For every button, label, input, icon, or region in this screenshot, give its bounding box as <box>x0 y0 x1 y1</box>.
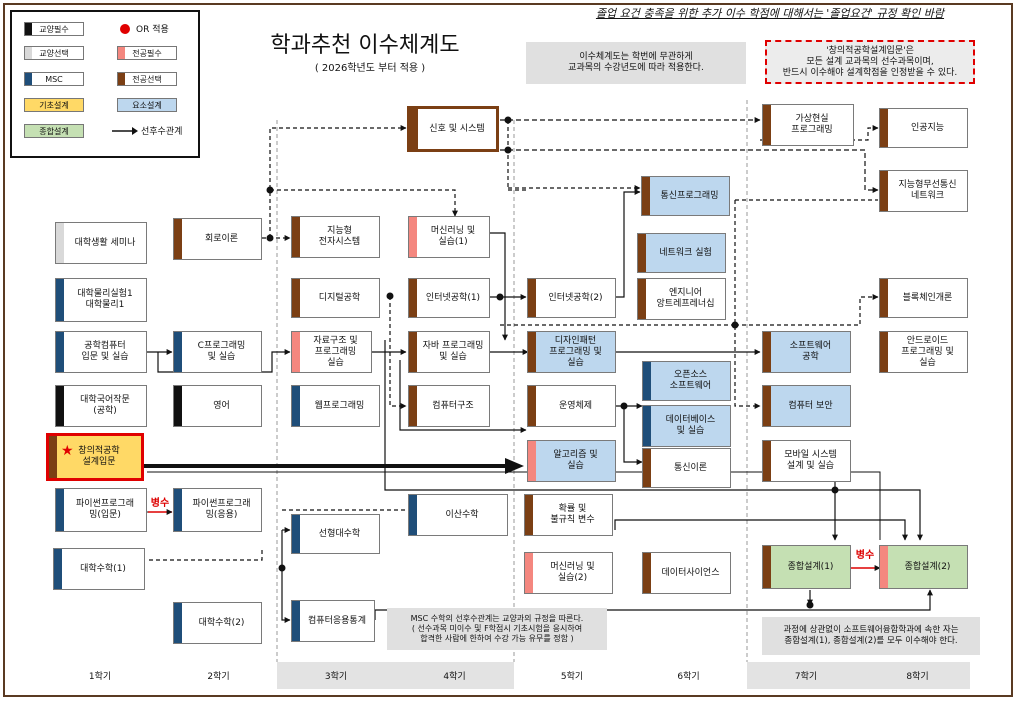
course-card[interactable]: 머신러닝 및 실습(1) <box>408 216 490 258</box>
course-card[interactable]: 인공지능 <box>879 108 968 148</box>
course-card[interactable]: 파이썬프로그래 밍(입문) <box>55 488 147 532</box>
course-card[interactable]: 가상현실 프로그래밍 <box>762 104 854 146</box>
course-card[interactable]: 종합설계(2) <box>879 545 968 589</box>
star-icon: ★ <box>61 443 74 459</box>
course-card[interactable]: 컴퓨터 보안 <box>762 385 851 427</box>
legend-element-design: 요소설계 <box>117 98 177 112</box>
course-card[interactable]: 통신프로그래밍 <box>641 176 730 216</box>
course-card[interactable]: 데이터사이언스 <box>642 552 731 594</box>
course-card[interactable]: 종합설계(1) <box>762 545 851 589</box>
semester-label: 8학기 <box>865 662 970 689</box>
course-card[interactable]: 확률 및 불규칙 변수 <box>524 494 613 536</box>
semester-label: 7학기 <box>747 662 865 689</box>
course-card[interactable]: 지능형무선통신 네트워크 <box>879 170 968 212</box>
course-card[interactable]: 머신러닝 및 실습(2) <box>524 552 613 594</box>
course-card[interactable]: 오픈소스 소프트웨어 <box>642 361 731 401</box>
course-card[interactable]: 운영체제 <box>527 385 616 427</box>
synth-design-note: 과정에 상관없이 소프트웨어융합학과에 속한 자는 종합설계(1), 종합설계(… <box>762 617 980 655</box>
course-card[interactable]: 이산수학 <box>408 494 508 536</box>
course-card[interactable]: 컴퓨터구조 <box>408 385 490 427</box>
msc-note: MSC 수학의 선후수관계는 교양과의 규정을 따른다. ( 선수과목 미이수 … <box>387 608 607 650</box>
semester-label: 1학기 <box>88 672 112 682</box>
legend-major-elective: 전공선택 <box>117 72 177 86</box>
course-card[interactable]: 블록체인개론 <box>879 278 968 318</box>
course-card[interactable]: 인터넷공학(1) <box>408 278 490 318</box>
semester-label: 2학기 <box>207 672 230 682</box>
semester-label: 5학기 <box>560 672 584 682</box>
course-card[interactable]: 대학수학(2) <box>173 602 262 644</box>
course-card[interactable]: 소프트웨어 공학 <box>762 331 851 373</box>
legend-basic-design: 기초설계 <box>24 98 84 112</box>
course-card[interactable]: 대학국어작문 (공학) <box>55 385 147 427</box>
red-dot-icon <box>120 23 130 34</box>
page-frame <box>3 3 1013 697</box>
legend-prereq: 선후수관계 <box>112 124 182 137</box>
course-card[interactable]: 디자인패턴 프로그래밍 및 실습 <box>527 331 616 373</box>
concurrent-label: 병수 <box>150 497 170 509</box>
course-card[interactable]: 데이터베이스 및 실습 <box>642 405 731 447</box>
legend-major-required: 전공필수 <box>117 46 177 60</box>
course-card[interactable]: C프로그래밍 및 실습 <box>173 331 262 373</box>
course-card[interactable]: 디지털공학 <box>291 278 380 318</box>
course-card[interactable]: 공학컴퓨터 입문 및 실습 <box>55 331 147 373</box>
course-card[interactable]: 파이썬프로그래 밍(응용) <box>173 488 262 532</box>
course-card[interactable]: 회로이론 <box>173 218 262 260</box>
course-card[interactable]: 자료구조 및 프로그래밍 실습 <box>291 331 372 373</box>
course-card[interactable]: 알고리즘 및 실습 <box>527 440 616 482</box>
course-card[interactable]: 지능형 전자시스템 <box>291 216 380 258</box>
course-card[interactable]: 대학생활 세미나 <box>55 222 147 264</box>
semester-label: 6학기 <box>677 672 700 682</box>
page-subtitle: ( 2026학년도 부터 적용 ) <box>314 62 426 74</box>
legend-edu-required: 교양필수 <box>24 22 84 36</box>
course-card[interactable]: ★ 창의적공학 설계입문 <box>46 433 144 481</box>
legend: 교양필수 교양선택 MSC 기초설계 종합설계 OR 적용 전공필수 전공선택 … <box>10 10 200 158</box>
course-card[interactable]: 모바일 시스템 설계 및 실습 <box>762 440 851 482</box>
course-card[interactable]: 네트워크 실험 <box>637 233 726 273</box>
course-card[interactable]: 선형대수학 <box>291 514 380 554</box>
semester-label: 4학기 <box>395 662 514 689</box>
course-card[interactable]: 대학물리실험1 대학물리1 <box>55 278 147 322</box>
course-card[interactable]: 인터넷공학(2) <box>527 278 616 318</box>
legend-synth-design: 종합설계 <box>24 124 84 138</box>
arrow-icon <box>112 126 138 135</box>
course-card[interactable]: 신호 및 시스템 <box>407 106 499 152</box>
page-title: 학과추천 이수체계도 <box>270 32 460 58</box>
course-card[interactable]: 대학수학(1) <box>53 548 145 590</box>
legend-edu-elective: 교양선택 <box>24 46 84 60</box>
course-card[interactable]: 컴퓨터응용통계 <box>291 600 375 642</box>
course-card[interactable]: 영어 <box>173 385 262 427</box>
course-card[interactable]: 자바 프로그래밍 및 실습 <box>408 331 490 373</box>
course-card[interactable]: 웹프로그래밍 <box>291 385 380 427</box>
concurrent-label: 병수 <box>855 549 875 561</box>
design-note: '창의적공학설계입문'은 모든 설계 교과목의 선수과목이며, 반드시 이수해야… <box>765 40 975 84</box>
legend-msc: MSC <box>24 72 84 86</box>
curriculum-note: 이수체계도는 학번에 무관하게 교과목의 수강년도에 따라 적용한다. <box>526 42 746 84</box>
legend-or-apply: OR 적용 <box>120 22 169 35</box>
graduation-notice: 졸업 요건 충족을 위한 추가 이수 학점에 대해서는 '졸업요건' 규정 확인… <box>595 6 945 20</box>
semester-label: 3학기 <box>277 662 395 689</box>
course-card[interactable]: 통신이론 <box>642 448 731 488</box>
course-card[interactable]: 엔지니어 앙트레프레너십 <box>637 278 726 320</box>
course-card[interactable]: 안드로이드 프로그래밍 및 실습 <box>879 331 968 373</box>
